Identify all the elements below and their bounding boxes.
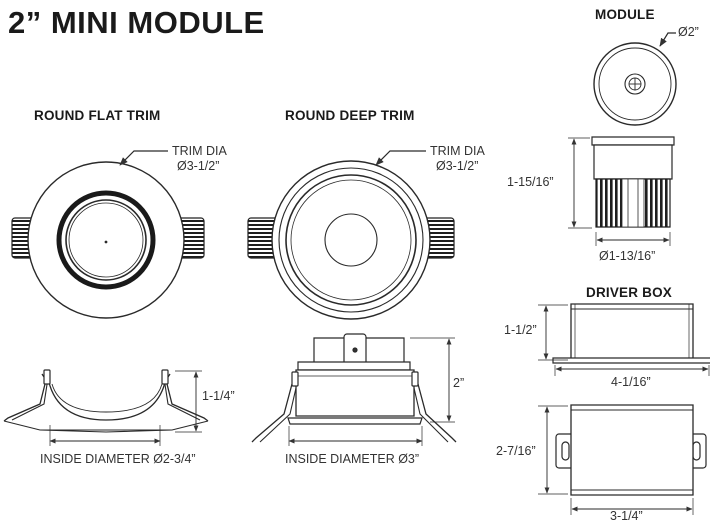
flat-trim-leader xyxy=(119,151,168,166)
round-deep-trim-heading: ROUND DEEP TRIM xyxy=(285,108,415,123)
flat-trim-dia-value: Ø3-1/2” xyxy=(177,159,220,173)
deep-trim-side-view xyxy=(252,334,456,442)
module-diameter-dim: Ø2” xyxy=(678,25,699,39)
driver-box-width-dim: 3-1/4” xyxy=(610,509,643,522)
deep-trim-dia-label: TRIM DIA xyxy=(430,144,485,158)
driver-box-height-dim: 1-1/2” xyxy=(504,323,537,337)
round-flat-trim-heading: ROUND FLAT TRIM xyxy=(34,108,161,123)
module-height-dim: 1-15/16” xyxy=(507,175,554,189)
deep-trim-outer-ring xyxy=(272,161,430,319)
driver-box-depth-dim: 2-7/16” xyxy=(496,444,536,458)
deep-trim-inside-diameter: INSIDE DIAMETER Ø3” xyxy=(285,452,420,466)
page-title: 2” MINI MODULE xyxy=(8,5,265,40)
flat-trim-aperture-outer xyxy=(59,193,153,287)
driver-box-top-view xyxy=(556,405,706,495)
deep-trim-lens xyxy=(325,214,377,266)
flat-trim-dia-label: TRIM DIA xyxy=(172,144,227,158)
deep-trim-height-dim: 2” xyxy=(453,376,465,390)
deep-trim-top-view xyxy=(248,161,454,319)
flat-trim-outer-ring xyxy=(28,162,184,318)
driver-box-heading: DRIVER BOX xyxy=(586,285,673,300)
flat-trim-inside-diameter: INSIDE DIAMETER Ø2-3/4” xyxy=(40,452,196,466)
deep-trim-dia-value: Ø3-1/2” xyxy=(436,159,479,173)
module-leader xyxy=(660,33,676,47)
flat-trim-side-view xyxy=(4,370,208,432)
module-heading: MODULE xyxy=(595,7,655,22)
driver-box-side-view xyxy=(553,304,710,363)
flat-trim-height-dim: 1-1/4” xyxy=(202,389,235,403)
driver-box-length-dim: 4-1/16” xyxy=(611,375,651,389)
module-side-view xyxy=(592,137,674,227)
module-width-dim: Ø1-13/16” xyxy=(599,249,656,263)
module-top-view xyxy=(594,43,676,125)
deep-trim-leader xyxy=(375,151,426,166)
flat-trim-top-view xyxy=(12,162,204,318)
